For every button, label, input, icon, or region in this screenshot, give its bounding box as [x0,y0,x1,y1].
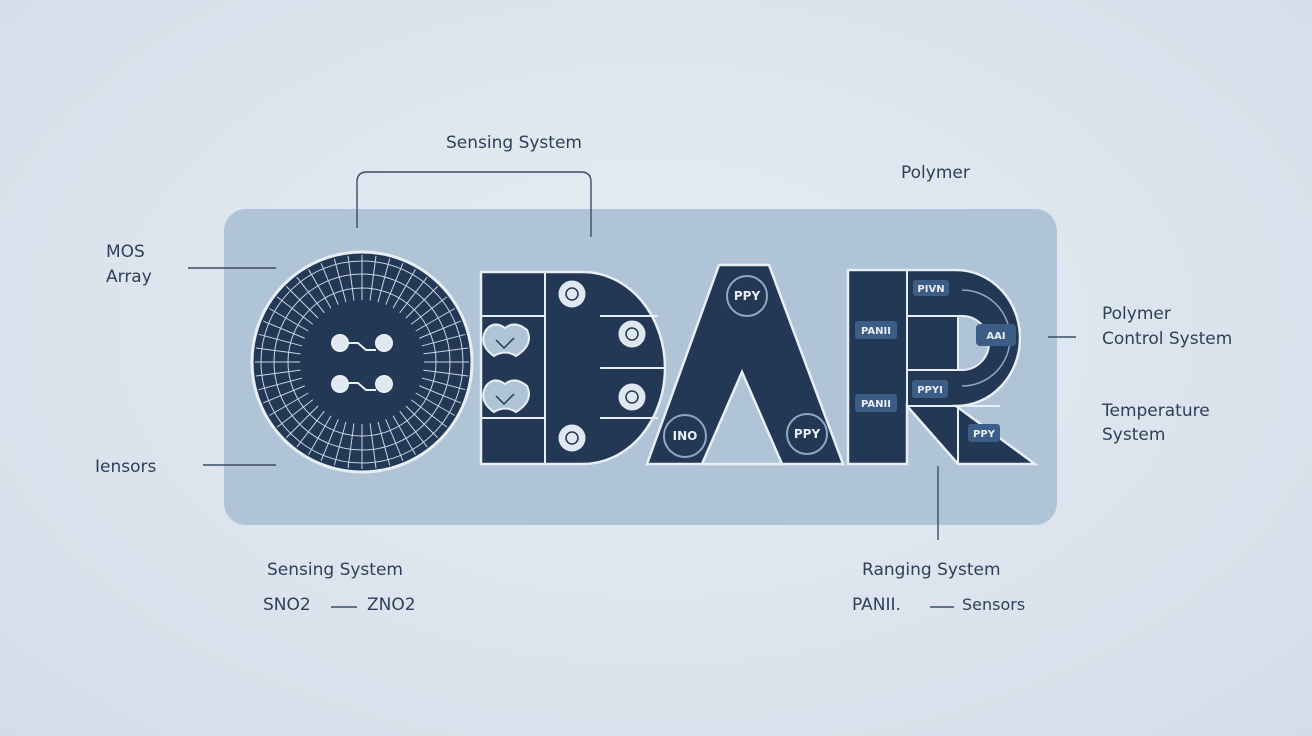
ppy-ring-top [726,275,768,317]
ino-ring [663,414,707,458]
polymer-control-label-2: Control System [1102,329,1233,349]
array-label: Array [106,267,152,287]
mos-array-circle [250,250,474,474]
sensor-disc-icon [555,277,649,455]
panii-chip-label-1: PANII [861,326,891,337]
iensors-label: Iensors [95,457,157,477]
sensors-label: Sensors [962,595,1026,614]
pivn-chip-label: PIVN [917,284,944,295]
sensor-node-icon [375,334,393,352]
zno2-label: ZNO2 [367,595,416,615]
ppy-ring-top-label: PPY [734,289,761,303]
ppyi-chip-label: PPYI [917,385,943,396]
ppy-chip-label: PPY [973,429,996,440]
ppy-ring-right [786,413,828,455]
polymer-chip-icon [855,280,1016,442]
sno2-label: SNO2 [263,595,311,615]
panii-chip-label-2: PANII [861,399,891,410]
ino-ring-label: INO [673,429,698,443]
ppy-ring-right-label: PPY [794,427,821,441]
mos-label: MOS [106,242,145,262]
sensor-node-icon [375,375,393,393]
letter-d-glyph [479,270,667,466]
aai-chip-label: AAI [986,331,1005,342]
sensor-node-icon [331,334,349,352]
polymer-control-label-1: Polymer [1102,304,1171,324]
letter-a-glyph: PPY INO PPY [645,263,845,466]
sensing-system-bracket [356,171,592,237]
sensing-system-top-label: Sensing System [446,133,582,153]
ranging-system-label: Ranging System [862,560,1001,580]
temperature-label-2: System [1102,425,1166,445]
polymer-top-label: Polymer [901,163,970,183]
temperature-label-1: Temperature [1102,401,1210,421]
sensor-node-icon [331,375,349,393]
panii-label: PANII. [852,595,901,615]
letter-r-glyph: PIVN PANII AAI PPYI PANII PPY [846,268,1039,466]
sensing-system-bottom-label: Sensing System [267,560,403,580]
molecule-icon [482,323,530,414]
